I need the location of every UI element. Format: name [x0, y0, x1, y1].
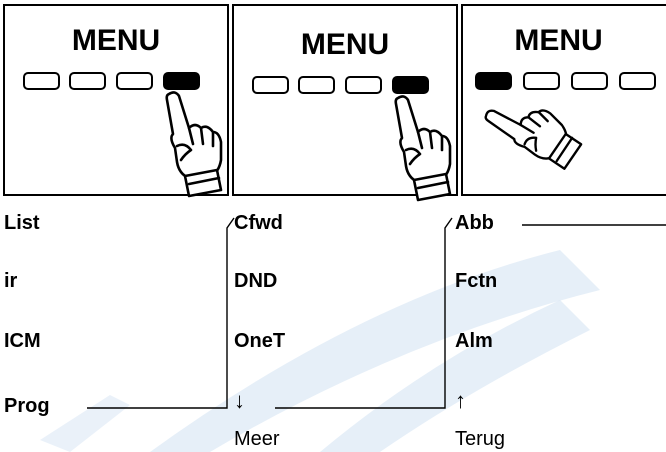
softkey-1[interactable] [252, 76, 289, 94]
back-arrow-icon: ↑ [455, 388, 466, 413]
softkey-2[interactable] [69, 72, 106, 90]
pointing-hand-icon [394, 95, 452, 202]
menu-panel-1: MENU [3, 4, 229, 198]
softkey-4-pressed[interactable] [392, 76, 429, 94]
menu-item-prog[interactable]: Prog [4, 395, 50, 417]
softkey-3[interactable] [571, 72, 608, 90]
softkey-4-pressed[interactable] [163, 72, 200, 90]
more-arrow-icon: ↓ [234, 388, 245, 413]
menu-item-abb[interactable]: Abb [455, 212, 494, 234]
menu-item-fctn[interactable]: Fctn [455, 270, 498, 292]
menu-title: MENU [514, 24, 603, 57]
softkey-1-pressed[interactable] [475, 72, 512, 90]
softkey-4[interactable] [619, 72, 656, 90]
menu-item-icm[interactable]: ICM [4, 330, 41, 352]
menu-item-list[interactable]: List [4, 212, 40, 234]
menu-item-cfwd[interactable]: Cfwd [234, 212, 283, 234]
softkey-1[interactable] [23, 72, 60, 90]
menu-item-onet[interactable]: OneT [234, 330, 286, 352]
softkey-3[interactable] [116, 72, 153, 90]
menu-title: MENU [300, 28, 390, 61]
pointing-hand-icon [484, 109, 583, 170]
softkey-2[interactable] [298, 76, 335, 94]
menu-item-alm[interactable]: Alm [455, 330, 493, 352]
menu-panel-3: MENU [461, 4, 666, 196]
menu-item-ir[interactable]: ir [4, 270, 18, 292]
menu-item-dnd[interactable]: DND [234, 270, 278, 292]
pointing-hand-icon [165, 91, 223, 198]
menu-title: MENU [71, 24, 161, 57]
more-label[interactable]: Meer [234, 428, 280, 450]
back-label[interactable]: Terug [455, 428, 506, 450]
softkey-3[interactable] [345, 76, 382, 94]
softkey-2[interactable] [523, 72, 560, 90]
menu-panel-2: MENU [232, 4, 458, 202]
